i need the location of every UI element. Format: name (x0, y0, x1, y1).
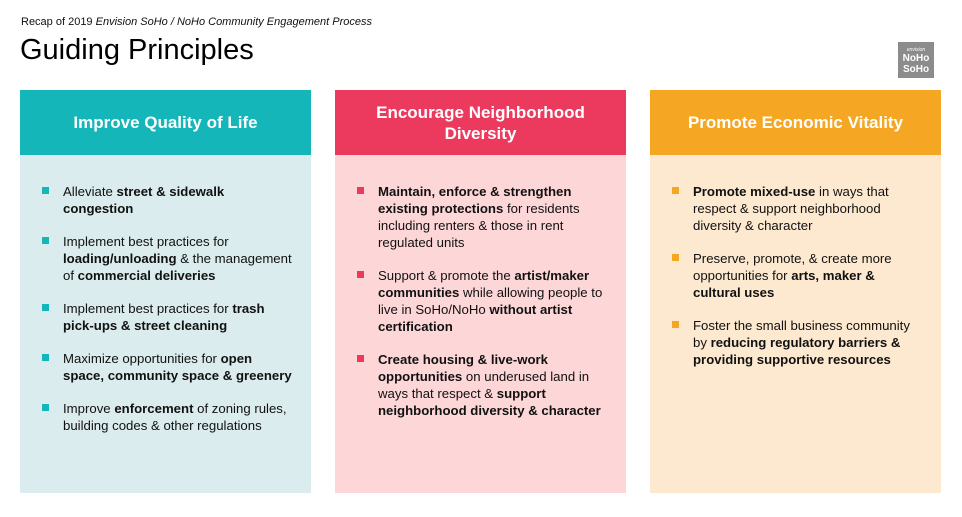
square-bullet-icon (42, 354, 49, 361)
text: while allowing people to live in SoHo/No… (378, 285, 603, 317)
column-body: Maintain, enforce & strengthen existing … (335, 155, 626, 493)
bold-text: open space, community space & greenery (63, 351, 292, 383)
square-bullet-icon (357, 187, 364, 194)
subtitle: Recap of 2019 Envision SoHo / NoHo Commu… (21, 16, 372, 28)
text: Implement best practices for (63, 234, 229, 249)
bold-text: artist/maker communities (378, 268, 590, 300)
square-bullet-icon (672, 254, 679, 261)
column-header: Improve Quality of Life (20, 90, 311, 155)
square-bullet-icon (357, 355, 364, 362)
square-bullet-icon (672, 321, 679, 328)
list-item: Implement best practices for trash pick-… (42, 300, 293, 334)
list-item: Promote mixed-use in ways that respect &… (672, 183, 923, 234)
column-header: Encourage Neighborhood Diversity (335, 90, 626, 155)
page-title: Guiding Principles (20, 34, 254, 66)
column-body: Promote mixed-use in ways that respect &… (650, 155, 941, 493)
subtitle-italic: Envision SoHo / NoHo Community Engagemen… (95, 16, 372, 28)
bold-text: Promote mixed-use (693, 184, 816, 199)
list-item: Create housing & live-work opportunities… (357, 351, 608, 419)
bold-text: enforcement (114, 401, 194, 416)
text: in ways that respect & support neighborh… (693, 184, 889, 233)
square-bullet-icon (42, 404, 49, 411)
bold-text: Create housing & live-work opportunities (378, 352, 549, 384)
bold-text: street & sidewalk congestion (63, 184, 225, 216)
bold-text: Maintain, enforce & strengthen existing … (378, 184, 572, 216)
list-item: Foster the small business community by r… (672, 317, 923, 368)
text: of zoning rules, building codes & other … (63, 401, 287, 433)
logo-top: envision (906, 47, 926, 53)
square-bullet-icon (42, 187, 49, 194)
text: Support & promote the (378, 268, 515, 283)
column-title: Promote Economic Vitality (687, 113, 904, 132)
list-item: Maintain, enforce & strengthen existing … (357, 183, 608, 251)
square-bullet-icon (672, 187, 679, 194)
text: for residents including renters & those … (378, 201, 580, 250)
list-item: Support & promote the artist/maker commu… (357, 267, 608, 335)
list-item: Preserve, promote, & create more opportu… (672, 250, 923, 301)
list-item: Alleviate street & sidewalk congestion (42, 183, 293, 217)
bold-text: reducing regulatory barriers & providing… (693, 335, 901, 367)
column-header: Promote Economic Vitality (650, 90, 941, 155)
list-item: Implement best practices for loading/unl… (42, 233, 293, 284)
bold-text: arts, maker & cultural uses (693, 268, 875, 300)
bold-text: without artist certification (378, 302, 573, 334)
logo-line2: SoHo (902, 64, 930, 75)
column-title: Improve Quality of Life (73, 113, 258, 132)
column-title: Encourage Neighborhood Diversity (376, 102, 585, 143)
text: on underused land in ways that respect & (378, 369, 590, 401)
text: Foster the small business community by (693, 318, 910, 350)
text: Improve (63, 401, 115, 416)
bold-text: trash pick-ups & street cleaning (63, 301, 265, 333)
square-bullet-icon (42, 304, 49, 311)
bold-text: support neighborhood diversity & charact… (378, 386, 601, 418)
square-bullet-icon (357, 271, 364, 278)
list-item: Maximize opportunities for open space, c… (42, 350, 293, 384)
subtitle-prefix: Recap of 2019 (21, 16, 96, 28)
list-item: Improve enforcement of zoning rules, bui… (42, 400, 293, 434)
text: Implement best practices for (63, 301, 233, 316)
bold-text: commercial deliveries (77, 268, 216, 283)
text: Alleviate (63, 184, 117, 199)
square-bullet-icon (42, 237, 49, 244)
text: Maximize opportunities for (63, 351, 221, 366)
text: & the management of (63, 251, 292, 283)
text: Preserve, promote, & create more opportu… (693, 251, 892, 283)
logo-line1: NoHo (902, 53, 930, 64)
bold-text: loading/unloading (63, 251, 177, 266)
